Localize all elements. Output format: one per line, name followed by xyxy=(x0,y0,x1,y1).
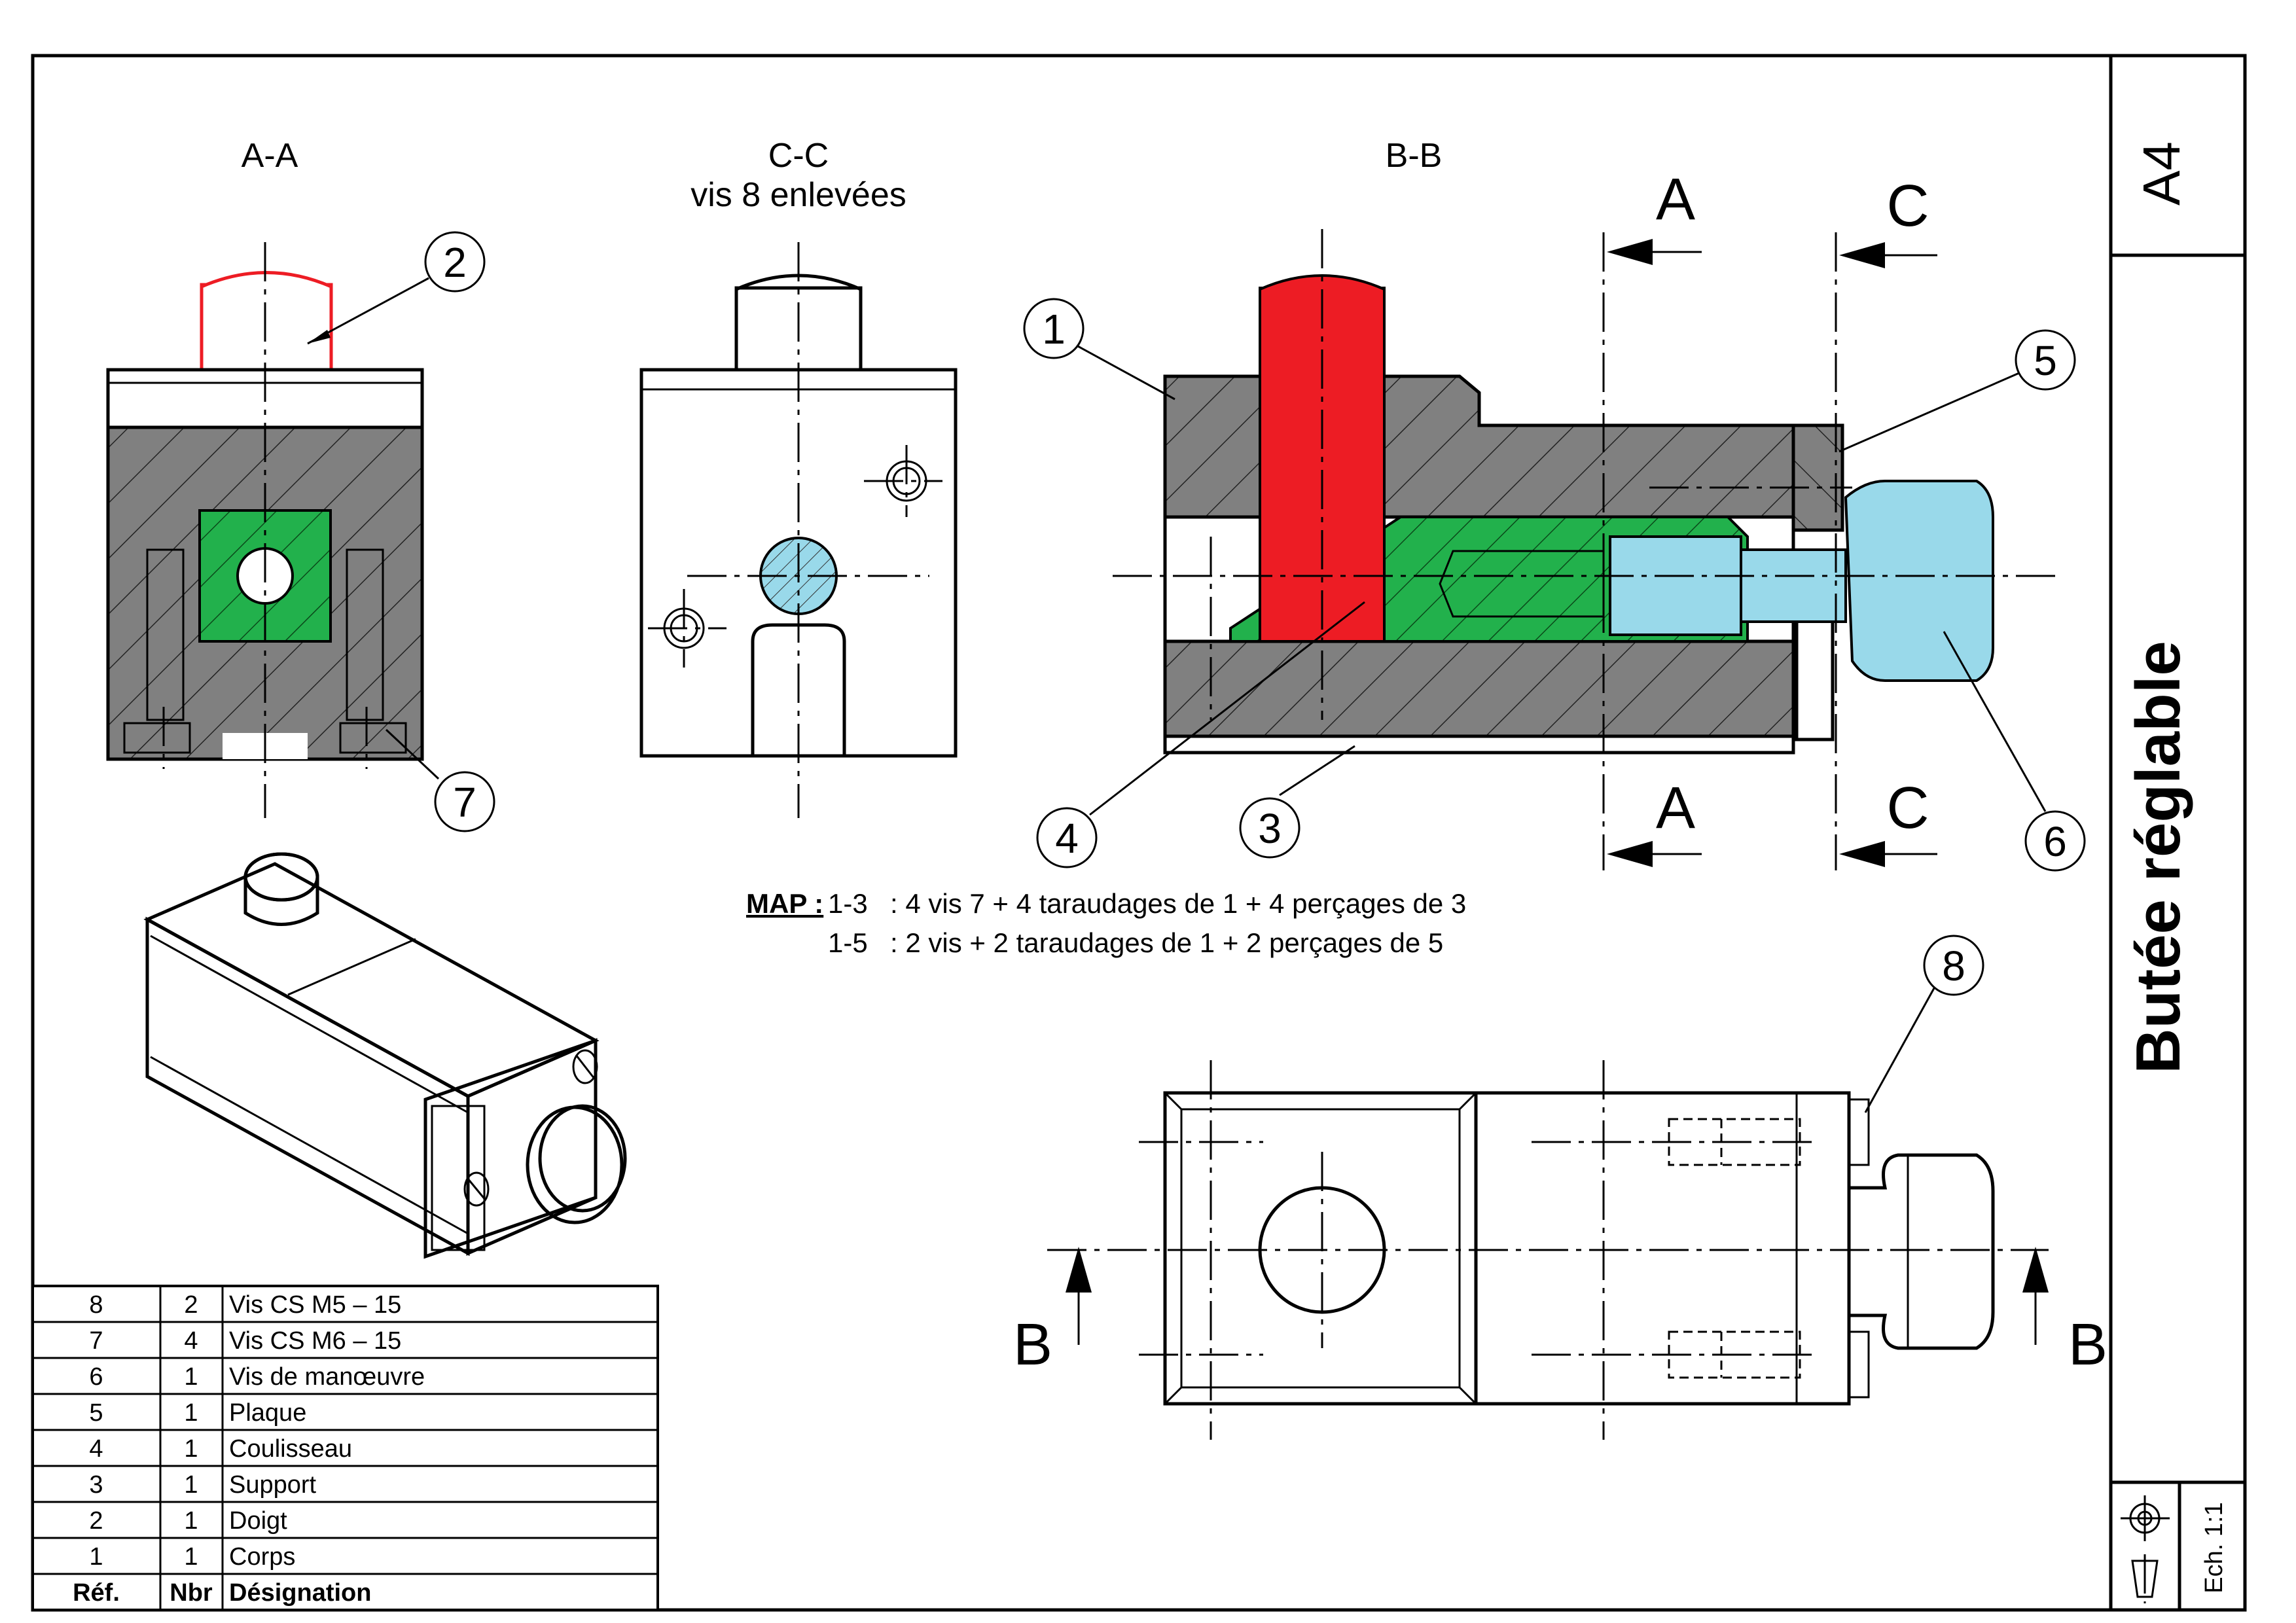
map-label: MAP : xyxy=(746,888,823,919)
bom-nbr-cell: 4 xyxy=(184,1327,198,1355)
balloon-2: 2 xyxy=(443,239,467,286)
balloon-8: 8 xyxy=(1942,942,1965,990)
section-c-top: C xyxy=(1887,173,1929,239)
bom-ref-cell: 7 xyxy=(89,1327,103,1355)
balloon-6: 6 xyxy=(2043,818,2067,865)
bom-ref-cell: 8 xyxy=(89,1291,103,1319)
bom-nbr-cell: Nbr xyxy=(170,1579,213,1607)
view-bb-label: B-B xyxy=(1386,137,1443,175)
bom-designation-cell: Support xyxy=(229,1471,317,1499)
bom-ref-cell: 5 xyxy=(89,1399,103,1427)
balloon-5: 5 xyxy=(2034,337,2057,384)
balloon-1: 1 xyxy=(1042,306,1066,353)
section-a-bottom: A xyxy=(1656,776,1695,841)
bom-ref-cell: 2 xyxy=(89,1507,103,1535)
bom-header-row: Réf. Nbr Désignation xyxy=(73,1579,371,1607)
bom-ref-cell: Réf. xyxy=(73,1579,120,1607)
bom-nbr-cell: 2 xyxy=(184,1291,198,1319)
bom-nbr-cell: 1 xyxy=(184,1363,198,1391)
view-aa-label: A-A xyxy=(242,137,298,175)
sheet-frame xyxy=(31,54,2247,1612)
bom-nbr-cell: 1 xyxy=(184,1471,198,1499)
bom-designation-cell: Plaque xyxy=(229,1399,306,1427)
balloon-7: 7 xyxy=(453,779,476,826)
sheet-format: A4 xyxy=(2132,141,2191,205)
bom-designation-cell: Coulisseau xyxy=(229,1435,352,1463)
bom-nbr-cell: 1 xyxy=(184,1507,198,1535)
sheet-scale: Ech. 1:1 xyxy=(2200,1502,2228,1593)
bom-designation-cell: Désignation xyxy=(229,1579,371,1607)
bom-designation-cell: Vis CS M5 – 15 xyxy=(229,1291,401,1319)
section-b-left: B xyxy=(1013,1312,1052,1378)
bom-row: 5 1 Plaque xyxy=(89,1399,306,1427)
bom-ref-cell: 4 xyxy=(89,1435,103,1463)
bom-row: 2 1 Doigt xyxy=(89,1507,287,1535)
bom-ref-cell: 6 xyxy=(89,1363,103,1391)
view-bb: B-B xyxy=(1113,137,2062,755)
balloons: 2 1 5 6 4 3 7 8 xyxy=(307,231,2086,1113)
projection-circle-icon xyxy=(2121,1495,2170,1541)
section-a-top: A xyxy=(1656,167,1695,232)
section-lines: A C A C xyxy=(1602,167,1937,870)
balloon-3: 3 xyxy=(1258,805,1282,852)
bom-row: 4 1 Coulisseau xyxy=(89,1435,352,1463)
view-cc-label: C-C xyxy=(768,137,829,175)
section-c-bottom: C xyxy=(1887,776,1929,841)
bom-nbr-cell: 1 xyxy=(184,1543,198,1571)
bom-ref-cell: 1 xyxy=(89,1543,103,1571)
map-line-1-ref: 1-3 xyxy=(828,888,868,919)
bom-designation-cell: Doigt xyxy=(229,1507,287,1535)
bottom-view: B B xyxy=(1013,1060,2108,1440)
bom-row: 1 1 Corps xyxy=(89,1543,295,1571)
map-line-2-text: : 2 vis + 2 taraudages de 1 + 2 perçages… xyxy=(890,927,1443,958)
bom-row: 6 1 Vis de manœuvre xyxy=(89,1363,425,1391)
map-line-2-ref: 1-5 xyxy=(828,927,868,958)
bom-ref-cell: 3 xyxy=(89,1471,103,1499)
bom-designation-cell: Corps xyxy=(229,1543,295,1571)
view-aa: A-A xyxy=(106,137,424,818)
bom-table: 8 2 Vis CS M5 – 15 7 4 Vis CS M6 – 15 6 1 Vis de… xyxy=(31,1285,659,1611)
projection-cone-icon xyxy=(2131,1554,2159,1603)
bom-row: 3 1 Support xyxy=(89,1471,316,1499)
view-cc-note: vis 8 enlevées xyxy=(691,176,906,214)
bom-row: 8 2 Vis CS M5 – 15 xyxy=(89,1291,401,1319)
view-cc: C-C vis 8 enlevées xyxy=(639,137,958,818)
section-b-right: B xyxy=(2068,1312,2108,1378)
map-line-1-text: : 4 vis 7 + 4 taraudages de 1 + 4 perçag… xyxy=(890,888,1466,919)
bom-designation-cell: Vis CS M6 – 15 xyxy=(229,1327,401,1355)
isometric-view xyxy=(143,852,627,1259)
balloon-4: 4 xyxy=(1055,815,1079,862)
bom-designation-cell: Vis de manœuvre xyxy=(229,1363,425,1391)
bom-nbr-cell: 1 xyxy=(184,1435,198,1463)
bom-row: 7 4 Vis CS M6 – 15 xyxy=(89,1327,401,1355)
bom-nbr-cell: 1 xyxy=(184,1399,198,1427)
map-note: MAP : 1-3 : 4 vis 7 + 4 taraudages de 1 … xyxy=(746,888,1466,958)
sheet-title: Butée réglable xyxy=(2123,641,2193,1074)
